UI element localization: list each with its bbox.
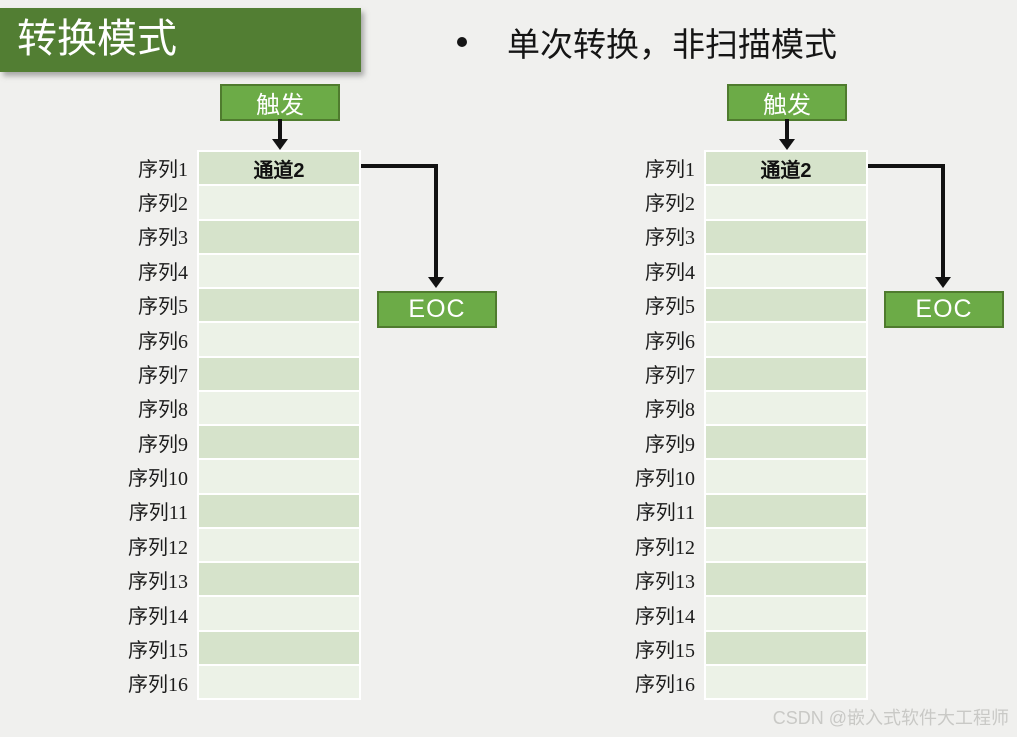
bullet-icon	[457, 37, 467, 47]
sequence-label: 序列9	[138, 433, 188, 456]
channel-label: 通道2	[253, 159, 305, 182]
sequence-cell: 通道2	[199, 152, 359, 185]
sequence-label: 序列5	[138, 296, 188, 319]
sequence-cell	[199, 289, 359, 322]
sequence-label: 序列14	[635, 605, 695, 628]
sequence-cell	[199, 426, 359, 459]
sequence-table: 通道2	[704, 150, 868, 700]
sequence-cell	[199, 323, 359, 356]
sequence-label: 序列9	[645, 433, 695, 456]
eoc-label: EOC	[408, 295, 466, 323]
sequence-cell	[199, 254, 359, 287]
sequence-label: 序列12	[128, 536, 188, 559]
sequence-cell	[199, 597, 359, 630]
sequence-cell	[706, 528, 866, 561]
sequence-label: 序列14	[128, 605, 188, 628]
sequence-cell	[199, 494, 359, 527]
sequence-label: 序列1	[645, 158, 695, 181]
sequence-label: 序列16	[635, 674, 695, 697]
sequence-label: 序列6	[138, 330, 188, 353]
page-title: 转换模式	[17, 17, 177, 61]
sequence-label: 序列11	[128, 502, 188, 525]
sequence-label: 序列4	[645, 261, 695, 284]
eoc-arrow-horizontal	[361, 164, 438, 168]
sequence-cell	[706, 460, 866, 493]
sequence-label: 序列16	[128, 674, 188, 697]
sequence-cell	[706, 357, 866, 390]
sequence-label: 序列15	[128, 639, 188, 662]
trigger-box: 触发	[727, 84, 847, 121]
sequence-label: 序列1	[138, 158, 188, 181]
eoc-arrow-horizontal	[868, 164, 945, 168]
sequence-label: 序列8	[138, 399, 188, 422]
eoc-arrowhead-icon	[428, 277, 444, 288]
sequence-cell	[199, 631, 359, 664]
eoc-box: EOC	[377, 291, 497, 328]
sequence-cell	[706, 631, 866, 664]
sequence-cell	[199, 528, 359, 561]
trigger-label: 触发	[256, 92, 304, 119]
slide-title-banner: 转换模式	[0, 8, 361, 72]
sequence-cell	[199, 563, 359, 596]
sequence-label: 序列6	[645, 330, 695, 353]
sequence-cell	[706, 186, 866, 219]
sequence-label: 序列12	[635, 536, 695, 559]
sequence-cell	[706, 597, 866, 630]
bullet-line: 单次转换，非扫描模式	[457, 20, 837, 64]
sequence-label: 序列8	[645, 399, 695, 422]
sequence-label: 序列5	[645, 296, 695, 319]
sequence-cell	[706, 665, 866, 698]
sequence-label: 序列13	[128, 571, 188, 594]
trigger-arrow-shaft	[785, 119, 789, 140]
sequence-cell	[706, 289, 866, 322]
watermark: CSDN @嵌入式软件大工程师	[772, 708, 1009, 728]
sequence-cell	[706, 220, 866, 253]
bullet-text: 单次转换，非扫描模式	[507, 26, 837, 63]
sequence-table: 通道2	[197, 150, 361, 700]
sequence-cell	[199, 357, 359, 390]
sequence-cell	[706, 426, 866, 459]
sequence-label: 序列7	[645, 364, 695, 387]
eoc-box: EOC	[884, 291, 1004, 328]
trigger-arrow-shaft	[278, 119, 282, 140]
trigger-label: 触发	[763, 92, 811, 119]
sequence-cell	[199, 665, 359, 698]
sequence-cell	[199, 391, 359, 424]
trigger-box: 触发	[220, 84, 340, 121]
trigger-arrowhead-icon	[779, 139, 795, 150]
sequence-label: 序列11	[635, 502, 695, 525]
sequence-label: 序列3	[138, 227, 188, 250]
channel-label: 通道2	[760, 159, 812, 182]
sequence-cell	[199, 220, 359, 253]
sequence-cell	[706, 563, 866, 596]
sequence-label-column: 序列1 序列2 序列3 序列4 序列5 序列6 序列7 序列8 序列9 序列10 序列11 序列12 序…	[110, 150, 188, 700]
sequence-label: 序列13	[635, 571, 695, 594]
eoc-label: EOC	[915, 295, 973, 323]
sequence-label: 序列2	[138, 193, 188, 216]
sequence-cell	[199, 460, 359, 493]
sequence-cell	[706, 323, 866, 356]
sequence-label: 序列10	[635, 468, 695, 491]
sequence-cell	[706, 494, 866, 527]
eoc-arrowhead-icon	[935, 277, 951, 288]
sequence-cell	[706, 391, 866, 424]
sequence-cell	[706, 254, 866, 287]
sequence-label: 序列4	[138, 261, 188, 284]
trigger-arrowhead-icon	[272, 139, 288, 150]
sequence-label: 序列15	[635, 639, 695, 662]
sequence-label: 序列2	[645, 193, 695, 216]
sequence-label: 序列10	[128, 468, 188, 491]
eoc-arrow-vertical	[941, 164, 945, 277]
sequence-label-column: 序列1 序列2 序列3 序列4 序列5 序列6 序列7 序列8 序列9 序列10 序列11 序列12 序…	[617, 150, 695, 700]
sequence-label: 序列3	[645, 227, 695, 250]
sequence-cell: 通道2	[706, 152, 866, 185]
sequence-label: 序列7	[138, 364, 188, 387]
sequence-cell	[199, 186, 359, 219]
eoc-arrow-vertical	[434, 164, 438, 277]
